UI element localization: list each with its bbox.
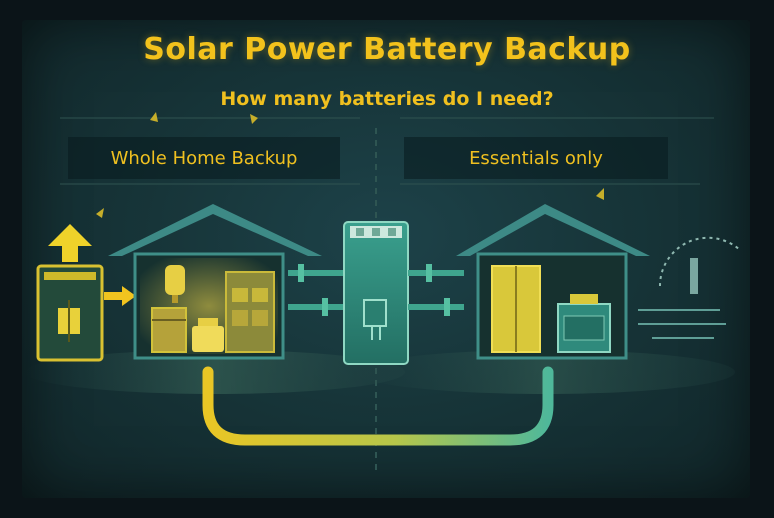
- option-label-essentials: Essentials only: [404, 137, 668, 179]
- connection-pipe: [202, 366, 554, 446]
- stove-icon: [151, 307, 187, 353]
- house-whole-home: [108, 204, 322, 360]
- page-subtitle: How many batteries do I need?: [220, 88, 554, 110]
- battery-unit: [343, 221, 409, 365]
- output-lines: [638, 309, 726, 339]
- floor-left: [25, 350, 405, 394]
- house-essentials: [456, 204, 650, 360]
- arrow-right-icon: [104, 286, 136, 306]
- option-label-text: Whole Home Backup: [110, 147, 298, 169]
- page-title: Solar Power Battery Backup: [143, 32, 631, 67]
- horizon-lines: [60, 117, 714, 185]
- wires-right: [408, 264, 464, 316]
- sun-arrow-icon: [48, 224, 92, 262]
- option-label-whole-home: Whole Home Backup: [68, 137, 340, 179]
- sparkle-decorations: [96, 112, 604, 218]
- lamp-icon: [165, 265, 185, 295]
- wires-left: [288, 264, 344, 316]
- option-label-text: Essentials only: [469, 147, 603, 169]
- solar-inverter-unit: [36, 224, 136, 362]
- appliance-icon: [192, 326, 224, 352]
- gauge-icon: [658, 236, 741, 294]
